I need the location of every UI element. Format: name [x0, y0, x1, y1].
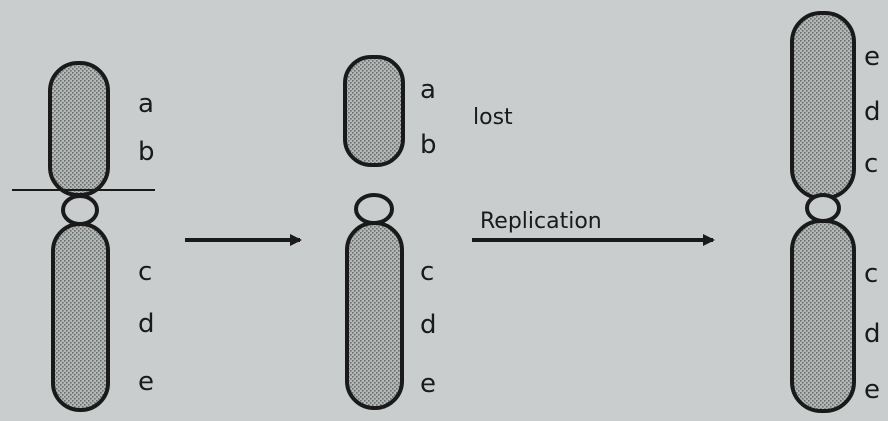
gene-label-d: d — [864, 319, 881, 349]
gene-label-b: b — [138, 137, 155, 167]
gene-label-e: e — [420, 369, 436, 399]
gene-label-d: d — [420, 310, 437, 340]
original-chromosome: a b c d e — [12, 63, 155, 410]
gene-label-d: d — [864, 97, 881, 127]
dicentric-chromosome: e d c c d e — [792, 13, 881, 411]
gene-label-d: d — [138, 309, 155, 339]
gene-label-a: a — [420, 75, 436, 105]
replication-label: Replication — [480, 209, 602, 234]
gene-label-b: b — [420, 130, 437, 160]
remaining-arm — [347, 223, 402, 408]
centromere — [356, 195, 392, 223]
upper-arm — [50, 63, 108, 195]
gene-label-e: e — [138, 367, 154, 397]
gene-label-c: c — [420, 257, 434, 287]
upper-arm — [792, 13, 854, 198]
gene-label-a: a — [138, 89, 154, 119]
lower-arm — [53, 224, 108, 410]
centromere — [807, 195, 839, 221]
centromere — [63, 196, 97, 224]
lost-fragment — [345, 57, 403, 165]
gene-label-e: e — [864, 375, 880, 405]
lower-arm — [792, 221, 854, 411]
lost-label: lost — [473, 105, 513, 130]
gene-label-c: c — [864, 149, 878, 179]
gene-label-c: c — [864, 259, 878, 289]
gene-label-c: c — [138, 257, 152, 287]
gene-label-e: e — [864, 42, 880, 72]
